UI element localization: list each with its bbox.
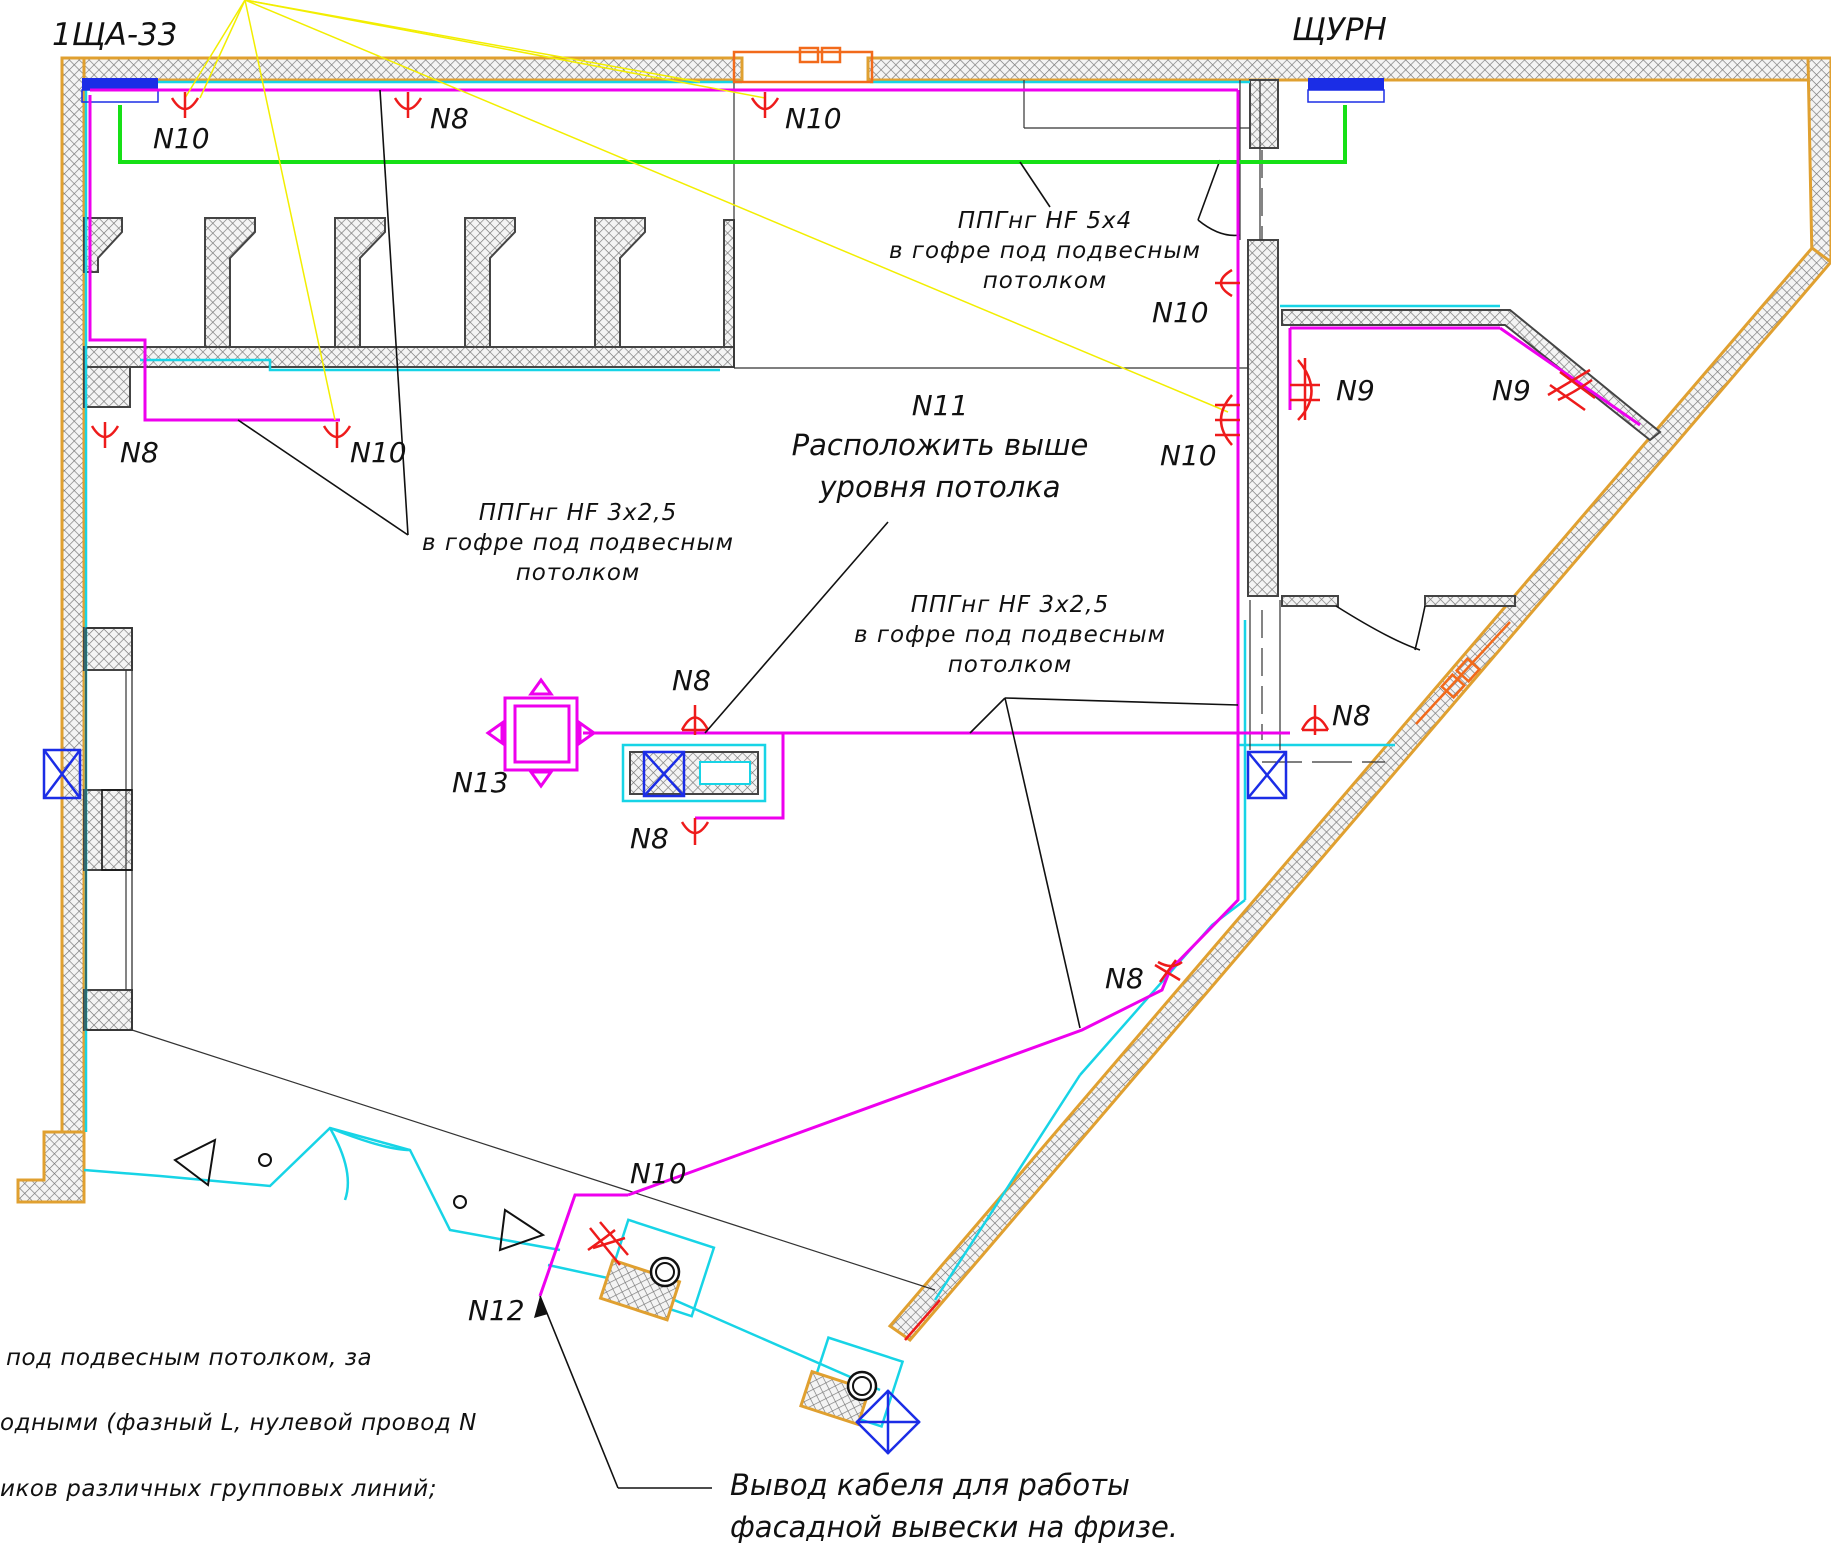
fixture-n8-a: [393, 92, 423, 118]
cable-note-left-line3: потолком: [516, 560, 641, 586]
fixture-n10-e: [322, 422, 352, 448]
power-line: [118, 105, 1347, 164]
finish-lines: [83, 80, 1500, 1392]
label-n10-d: N10: [1160, 439, 1217, 472]
cable-note-center-line1: ППГнг HF 3х2,5: [911, 592, 1110, 618]
openings: [85, 80, 1426, 1291]
cable-note-top-line2: в гофре под подвесным: [889, 238, 1201, 264]
footnotes: под подвесным потолком, за одными (фазны…: [0, 1345, 477, 1502]
cable-note-left-line1: ППГнг HF 3х2,5: [479, 500, 678, 526]
fixture-n9-b: [1547, 368, 1596, 412]
label-n10-c: N10: [1152, 296, 1209, 329]
label-n9-b: N9: [1492, 374, 1531, 407]
footnote-line1: под подвесным потолком, за: [6, 1345, 372, 1371]
n11-line1: Расположить выше: [792, 428, 1089, 462]
fixture-n10-d: [1215, 394, 1240, 446]
fixture-n10-b: [750, 92, 780, 118]
cable-note-left: ППГнг HF 3х2,5 в гофре под подвесным пот…: [422, 500, 734, 586]
toilet-stalls: [83, 217, 646, 348]
panel-shchurn: [1307, 78, 1385, 103]
n11-tag: N11: [912, 389, 969, 422]
label-n10-e: N10: [350, 436, 407, 469]
label-n13: N13: [452, 766, 509, 799]
cable-note-top-line1: ППГнг HF 5х4: [958, 208, 1133, 234]
entrance-doors: [732, 46, 1511, 1341]
label-n10-f: N10: [630, 1157, 687, 1190]
shafts: [42, 743, 1288, 1455]
label-n10-b: N10: [785, 102, 842, 135]
fixture-n8-c: [680, 705, 710, 735]
fixture-n8-d: [680, 818, 710, 845]
cable-note-top: ППГнг HF 5х4 в гофре под подвесным потол…: [889, 208, 1201, 294]
panel-leaders: [184, 0, 1229, 421]
note-leaders: [237, 89, 1239, 1489]
cable-note-center: ППГнг HF 3х2,5 в гофре под подвесным пот…: [854, 592, 1166, 678]
interior-partitions: [83, 79, 1662, 1031]
label-n8-b: N8: [120, 436, 159, 469]
footnote-line2: одными (фазный L, нулевой провод N: [0, 1410, 477, 1436]
label-n12: N12: [468, 1294, 525, 1327]
cable-note-center-line3: потолком: [948, 652, 1073, 678]
cable-note-center-line2: в гофре под подвесным: [854, 622, 1166, 648]
fixture-n10-c: [1215, 268, 1240, 298]
n11-line2: уровня потолка: [818, 470, 1060, 504]
fixture-n10-a: [170, 92, 200, 118]
label-n8-d: N8: [630, 822, 669, 855]
label-n9-a: N9: [1336, 374, 1375, 407]
facade-note-line2: фасадной вывески на фризе.: [730, 1510, 1178, 1543]
cable-note-left-line2: в гофре под подвесным: [422, 530, 734, 556]
panel-label-1shcha: 1ЩА-33: [52, 17, 177, 53]
facade-note-line1: Вывод кабеля для работы: [730, 1468, 1130, 1502]
panel-label-shchurn: ЩУРН: [1292, 12, 1387, 48]
label-n8-f: N8: [1105, 962, 1144, 995]
fixture-n10-f: [587, 1221, 629, 1266]
exterior-walls: [16, 56, 1831, 1343]
label-n10-a: N10: [153, 122, 210, 155]
cable-note-top-line3: потолком: [983, 268, 1108, 294]
fixture-n8-b: [90, 422, 120, 448]
facade-note: Вывод кабеля для работы фасадной вывески…: [730, 1468, 1178, 1543]
entrance-markers: [173, 1138, 546, 1252]
fixture-n8-e: [1300, 705, 1330, 735]
label-n8-a: N8: [430, 102, 469, 135]
label-n8-e: N8: [1332, 699, 1371, 732]
lighting-circuits: [88, 88, 1641, 1297]
n11-note: N11 Расположить выше уровня потолка: [792, 389, 1089, 504]
footnote-line3: иков различных групповых линий;: [0, 1476, 437, 1502]
label-n8-c: N8: [672, 664, 711, 697]
fixture-n8-f: [1154, 959, 1183, 983]
fixture-n9-a: [1290, 358, 1320, 421]
